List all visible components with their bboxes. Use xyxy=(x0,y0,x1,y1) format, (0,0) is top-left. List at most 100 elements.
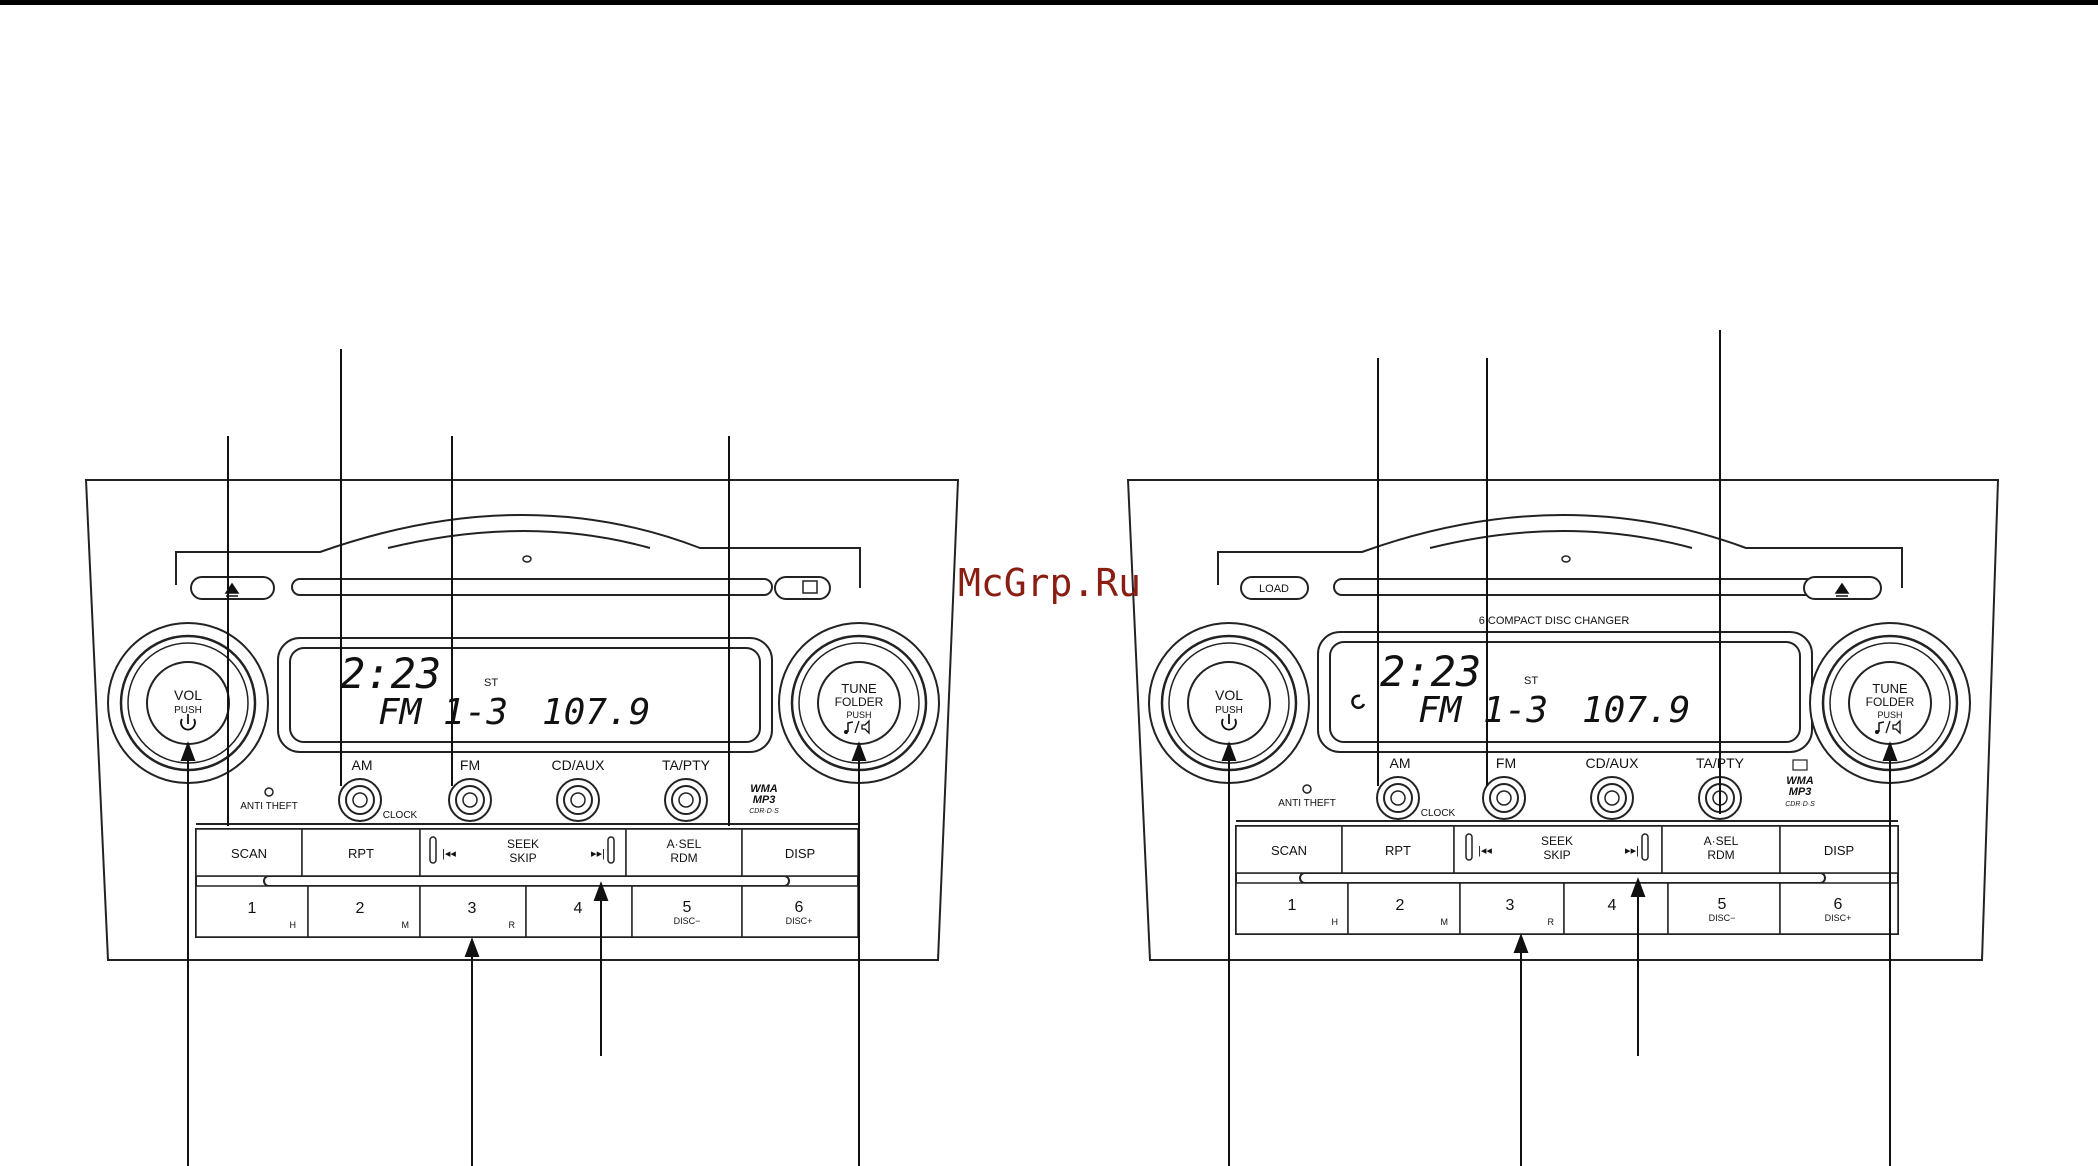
anti-theft-led xyxy=(1302,784,1312,794)
a-sel-rdm-button[interactable]: A·SEL RDM xyxy=(625,828,743,877)
cd-aux-label: CD/AUX xyxy=(552,757,606,773)
callout-lines xyxy=(180,349,867,1166)
preset-6-button[interactable]: 6 DISC+ xyxy=(741,885,859,938)
display-screen xyxy=(1329,641,1801,743)
svg-text:MP3: MP3 xyxy=(753,794,776,806)
cd-aux-label: CD/AUX xyxy=(1586,755,1640,771)
radio-unit-right: LOAD 6 COMPACT DISC CHANGER 2:23 ST FM 1… xyxy=(1126,330,2000,1166)
skip-forward-icon: ▸▸| xyxy=(591,848,605,860)
svg-text:H: H xyxy=(1332,917,1339,927)
ta-pty-button[interactable] xyxy=(664,778,708,822)
disp-button[interactable]: DISP xyxy=(1779,825,1899,874)
tune-label: TUNE xyxy=(841,681,877,696)
scan-button[interactable]: SCAN xyxy=(195,828,303,877)
am-button[interactable] xyxy=(1376,776,1420,820)
display-band: FM 1-3 xyxy=(378,692,508,733)
vol-push-label: PUSH xyxy=(174,705,202,716)
svg-text:3: 3 xyxy=(468,900,477,917)
svg-text:6: 6 xyxy=(795,899,804,916)
preset-5-button[interactable]: 5 DISC− xyxy=(631,885,743,938)
am-label: AM xyxy=(352,757,373,773)
display-screen xyxy=(289,647,761,743)
power-icon xyxy=(180,714,196,731)
preset-2-button[interactable]: 2 M xyxy=(1347,882,1461,935)
preset-1-button[interactable]: 1 H xyxy=(1235,882,1349,935)
slot-housing xyxy=(175,514,861,588)
svg-text:CDR·D·S: CDR·D·S xyxy=(1785,801,1815,808)
skip-back-icon: |◂◂ xyxy=(1478,845,1492,857)
folder-label: FOLDER xyxy=(1866,695,1915,709)
svg-text:SCAN: SCAN xyxy=(231,846,267,861)
preset-4-button[interactable]: 4 xyxy=(1563,882,1669,935)
tune-knob[interactable]: TUNE FOLDER PUSH xyxy=(778,622,940,784)
preset-5-button[interactable]: 5 DISC− xyxy=(1667,882,1781,935)
cd-slot xyxy=(291,578,773,596)
fm-button[interactable] xyxy=(1482,776,1526,820)
callout-lines xyxy=(1221,330,1898,1166)
svg-text:WMA: WMA xyxy=(1786,775,1814,787)
vol-label: VOL xyxy=(1215,687,1243,703)
fm-label: FM xyxy=(460,757,480,773)
vol-knob[interactable]: VOL PUSH xyxy=(1148,622,1310,784)
button-bank-slot xyxy=(263,875,790,887)
note-speaker-icon xyxy=(844,719,870,735)
display-band: FM 1-3 xyxy=(1418,690,1548,731)
load-button[interactable] xyxy=(1240,576,1309,600)
svg-text:RPT: RPT xyxy=(348,846,374,861)
radio-unit-left: 2:23 ST FM 1-3 107.9 VOL PUSH TUNE FOLDE… xyxy=(84,349,960,1166)
svg-text:R: R xyxy=(1548,917,1555,927)
ta-pty-label: TA/PTY xyxy=(662,757,711,773)
svg-text:DISP: DISP xyxy=(785,846,815,861)
svg-text:A·SEL: A·SEL xyxy=(1704,834,1739,848)
preset-1-button[interactable]: 1 H xyxy=(195,885,309,938)
display-frequency: 107.9 xyxy=(1582,690,1690,731)
svg-text:SEEK: SEEK xyxy=(507,837,539,851)
svg-text:SEEK: SEEK xyxy=(1541,834,1573,848)
preset-6-button[interactable]: 6 DISC+ xyxy=(1779,882,1899,935)
am-label: AM xyxy=(1390,755,1411,771)
svg-text:M: M xyxy=(402,920,410,930)
cd-aux-button[interactable] xyxy=(1590,776,1634,820)
top-rule xyxy=(0,0,2098,5)
tune-label: TUNE xyxy=(1872,681,1908,696)
preset-2-button[interactable]: 2 M xyxy=(307,885,421,938)
wma-mp3-logo: WMA MP3 CDR·D·S xyxy=(1785,759,1815,808)
preset-3-button[interactable]: 3 R xyxy=(419,885,527,938)
preset-3-button[interactable]: 3 R xyxy=(1459,882,1565,935)
cd-slot xyxy=(1333,578,1815,596)
seek-skip-button[interactable]: |◂◂ SEEK SKIP ▸▸| xyxy=(1453,825,1663,874)
cd-aux-button[interactable] xyxy=(556,778,600,822)
rpt-button[interactable]: RPT xyxy=(1341,825,1455,874)
svg-text:6: 6 xyxy=(1834,896,1843,913)
vol-push-label: PUSH xyxy=(1215,705,1243,716)
clock-label: CLOCK xyxy=(1421,808,1456,819)
disp-button[interactable]: DISP xyxy=(741,828,859,877)
watermark: McGrp.Ru xyxy=(958,561,1141,605)
svg-text:2: 2 xyxy=(1396,897,1405,914)
power-icon xyxy=(1221,714,1237,731)
display-stereo: ST xyxy=(1524,675,1538,687)
clock-label: CLOCK xyxy=(383,810,418,821)
seek-skip-button[interactable]: |◂◂ SEEK SKIP ▸▸| xyxy=(419,828,627,877)
tune-knob[interactable]: TUNE FOLDER PUSH xyxy=(1809,622,1971,784)
svg-text:WMA: WMA xyxy=(750,783,778,795)
svg-text:5: 5 xyxy=(1718,896,1727,913)
preset-4-button[interactable]: 4 xyxy=(525,885,633,938)
display-clock: 2:23 xyxy=(1380,647,1481,696)
fm-button[interactable] xyxy=(448,778,492,822)
disc-icon xyxy=(1792,759,1808,771)
a-sel-rdm-button[interactable]: A·SEL RDM xyxy=(1661,825,1781,874)
svg-text:2: 2 xyxy=(356,900,365,917)
svg-text:H: H xyxy=(290,920,297,930)
button-bank-slot xyxy=(1299,872,1826,884)
skip-forward-icon: ▸▸| xyxy=(1625,845,1639,857)
svg-text:4: 4 xyxy=(574,900,583,917)
svg-text:DISC−: DISC− xyxy=(1709,913,1736,923)
wma-mp3-logo: WMA MP3 CDR·D·S xyxy=(749,783,779,815)
fm-label: FM xyxy=(1496,755,1516,771)
rpt-button[interactable]: RPT xyxy=(301,828,421,877)
scan-button[interactable]: SCAN xyxy=(1235,825,1343,874)
svg-text:3: 3 xyxy=(1506,897,1515,914)
am-button[interactable] xyxy=(338,778,382,822)
